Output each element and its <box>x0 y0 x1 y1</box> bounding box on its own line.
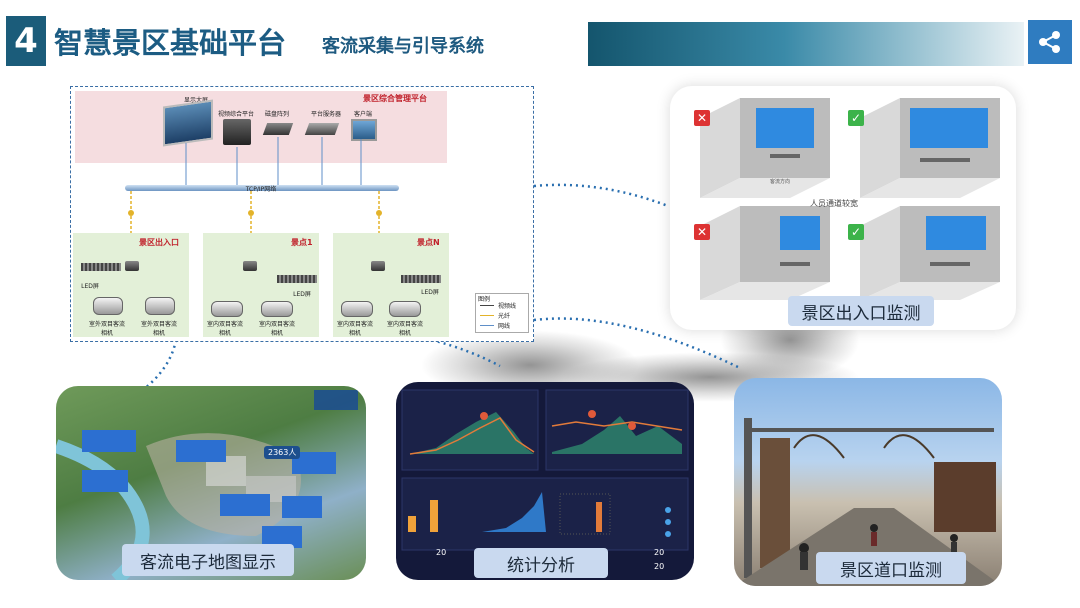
map-stat-box <box>82 470 128 492</box>
camera-icon <box>261 301 293 317</box>
road-monitor-card: 景区道口监测 <box>734 378 1002 586</box>
camera-label: 室内双目客流相机 <box>205 319 245 337</box>
led-label: LED屏 <box>289 289 315 298</box>
legend-item: 网线 <box>498 321 510 330</box>
stat-count: 20 <box>654 548 664 557</box>
architecture-diagram: 景区综合管理平台 显示大屏 视频综合平台 磁盘阵列 平台服务器 客户端 TCP/… <box>70 86 534 342</box>
camera-label: 室外双目客流相机 <box>87 319 127 337</box>
legend-title: 图例 <box>478 294 490 303</box>
stats-card: 20 20 20 统计分析 <box>396 382 694 580</box>
camera-icon <box>145 297 175 315</box>
legend-line <box>480 325 494 326</box>
map-stat-box <box>282 496 322 518</box>
legend-line <box>480 305 494 306</box>
legend-line <box>480 315 494 316</box>
map-caption: 客流电子地图显示 <box>122 544 294 576</box>
check-mark-icon: ✓ <box>848 224 864 240</box>
map-count-bubble: 2363人 <box>264 446 300 459</box>
switch-icon <box>243 261 257 271</box>
camera-icon <box>341 301 373 317</box>
led-label: LED屏 <box>417 287 443 296</box>
road-caption: 景区道口监测 <box>816 552 966 584</box>
stat-count: 20 <box>436 548 446 557</box>
map-stat-box <box>82 430 136 452</box>
flow-direction-label: 客流方向 <box>770 178 790 185</box>
stat-count: 20 <box>654 562 664 571</box>
led-screen-icon <box>81 263 121 271</box>
camera-icon <box>389 301 421 317</box>
camera-label: 室内双目客流相机 <box>385 319 425 337</box>
network-label: TCP/IP网络 <box>241 184 281 193</box>
camera-label: 室内双目客流相机 <box>335 319 375 337</box>
cross-mark-icon: ✕ <box>694 110 710 126</box>
legend-item: 光纤 <box>498 311 510 320</box>
zone-title: 景点N <box>417 237 440 248</box>
gate-monitor-caption: 景区出入口监测 <box>788 296 934 326</box>
map-stat-box <box>220 494 270 516</box>
camera-label: 室内双目客流相机 <box>257 319 297 337</box>
led-screen-icon <box>277 275 317 283</box>
map-stat-box <box>176 440 226 462</box>
zone-title: 景区出入口 <box>139 237 179 248</box>
switch-icon <box>125 261 139 271</box>
diagram-legend: 图例 视频线 光纤 网线 <box>475 293 529 333</box>
map-card: 2363人 客流电子地图显示 <box>56 386 366 580</box>
camera-label: 室外双目客流相机 <box>139 319 179 337</box>
map-stat-box <box>314 390 358 410</box>
check-mark-icon: ✓ <box>848 110 864 126</box>
led-screen-icon <box>401 275 441 283</box>
camera-icon <box>211 301 243 317</box>
cross-mark-icon: ✕ <box>694 224 710 240</box>
wide-passage-label: 人员通道较宽 <box>810 198 858 209</box>
camera-icon <box>93 297 123 315</box>
legend-item: 视频线 <box>498 301 516 310</box>
switch-icon <box>371 261 385 271</box>
zone-title: 景点1 <box>291 237 313 248</box>
led-label: LED屏 <box>77 281 103 290</box>
stats-caption: 统计分析 <box>474 548 608 578</box>
gate-monitor-card: ✕ ✓ ✕ ✓ 客流方向 人员通道较宽 景区出入口监测 <box>670 86 1016 330</box>
